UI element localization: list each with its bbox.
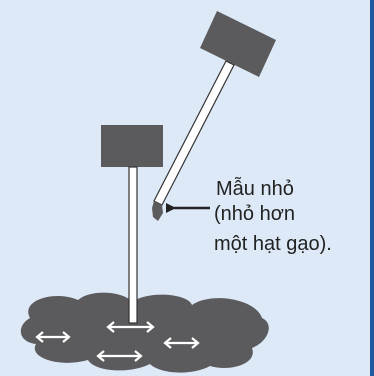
double-headed-arrow-icon (35, 331, 71, 343)
substrate-blob (20, 292, 269, 373)
label-line-1: Mẫu nhỏ (216, 177, 294, 200)
tiny-sample (152, 201, 163, 221)
double-headed-arrow-icon (163, 337, 200, 349)
left-probe-head (101, 125, 163, 167)
label-line-3: một hạt gạo). (214, 233, 332, 255)
label-line-2: (nhỏ hơn (214, 203, 295, 225)
double-headed-arrow-icon (106, 321, 155, 333)
tilted-probe (152, 11, 276, 221)
left-probe-shaft (128, 166, 138, 324)
tilted-probe-head (200, 11, 276, 77)
panel-right-border (370, 0, 374, 376)
double-headed-arrows (35, 321, 200, 362)
double-headed-arrow-icon (96, 350, 143, 362)
